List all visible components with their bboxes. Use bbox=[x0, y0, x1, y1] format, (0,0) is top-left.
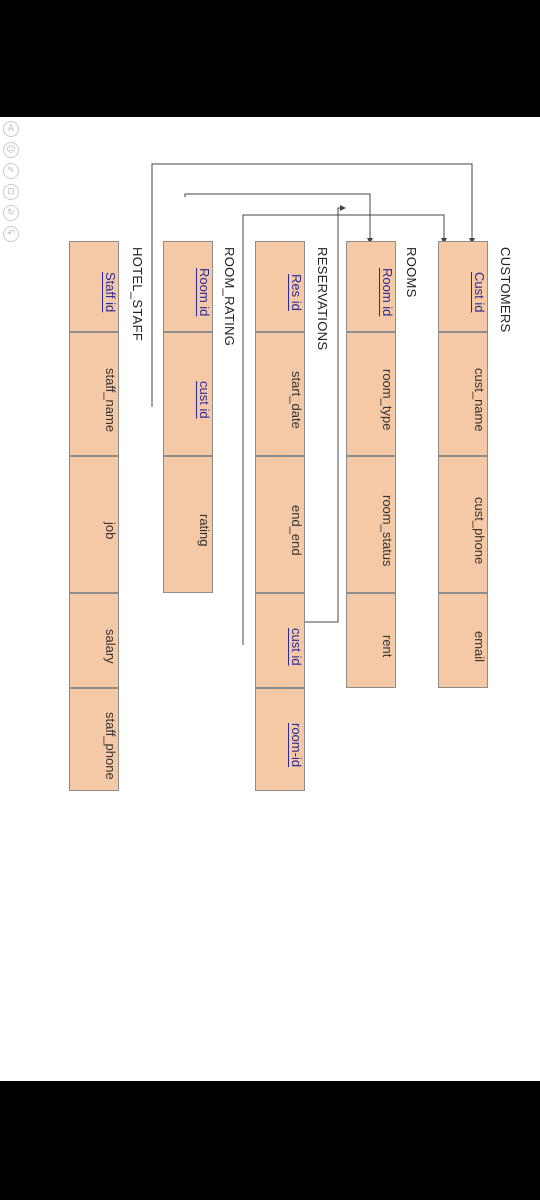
emoji-icon[interactable]: ☺ bbox=[3, 142, 19, 158]
room-rating-field-rating: rating bbox=[163, 456, 213, 593]
table-title-rooms: ROOMS bbox=[404, 247, 419, 298]
reservations-field-end-end: end_end bbox=[255, 456, 305, 593]
crop-icon[interactable]: ⊡ bbox=[3, 184, 19, 200]
customers-field-cust-phone: cust_phone bbox=[438, 456, 488, 593]
rooms-field-room-type: room_type bbox=[346, 332, 396, 456]
hotel-staff-field-staff-phone: staff_phone bbox=[69, 688, 119, 791]
hotel-staff-field-job: job bbox=[69, 456, 119, 593]
table-title-room-rating: ROOM_RATING bbox=[222, 247, 237, 347]
rooms-field-room-id: Room id bbox=[346, 241, 396, 332]
room-rating-field-cust-id: cust id bbox=[163, 332, 213, 456]
editor-toolbar: A ☺ ✎ ⊡ ↻ ↶ bbox=[3, 121, 23, 247]
table-title-hotel-staff: HOTEL_STAFF bbox=[130, 247, 145, 342]
undo-icon[interactable]: ↶ bbox=[3, 226, 19, 242]
connector-rating-to-rooms bbox=[184, 193, 373, 244]
connector-staff-to-customers bbox=[151, 163, 475, 407]
hotel-staff-field-staff-name: staff_name bbox=[69, 332, 119, 456]
connector-reservation-to-customers bbox=[242, 214, 447, 645]
hotel-staff-field-salary: salary bbox=[69, 593, 119, 688]
rotate-icon[interactable]: ↻ bbox=[3, 205, 19, 221]
room-rating-field-room-id: Room id bbox=[163, 241, 213, 332]
table-title-reservations: RESERVATIONS bbox=[315, 247, 330, 351]
reservations-field-res-id: Res id bbox=[255, 241, 305, 332]
reservations-field-room-id: room-id bbox=[255, 688, 305, 791]
text-icon[interactable]: A bbox=[3, 121, 19, 137]
diagram-canvas: A ☺ ✎ ⊡ ↻ ↶ CUSTOMERS Cust id cust_name … bbox=[0, 117, 540, 1081]
reservations-field-start-date: start_date bbox=[255, 332, 305, 456]
customers-field-cust-id: Cust id bbox=[438, 241, 488, 332]
customers-field-email: email bbox=[438, 593, 488, 688]
rooms-field-rent: rent bbox=[346, 593, 396, 688]
customers-field-cust-name: cust_name bbox=[438, 332, 488, 456]
pen-icon[interactable]: ✎ bbox=[3, 163, 19, 179]
rooms-field-room-status: room_status bbox=[346, 456, 396, 593]
reservations-field-cust-id: cust id bbox=[255, 593, 305, 688]
hotel-staff-field-staff-id: Staff id bbox=[69, 241, 119, 332]
table-title-customers: CUSTOMERS bbox=[498, 247, 513, 333]
